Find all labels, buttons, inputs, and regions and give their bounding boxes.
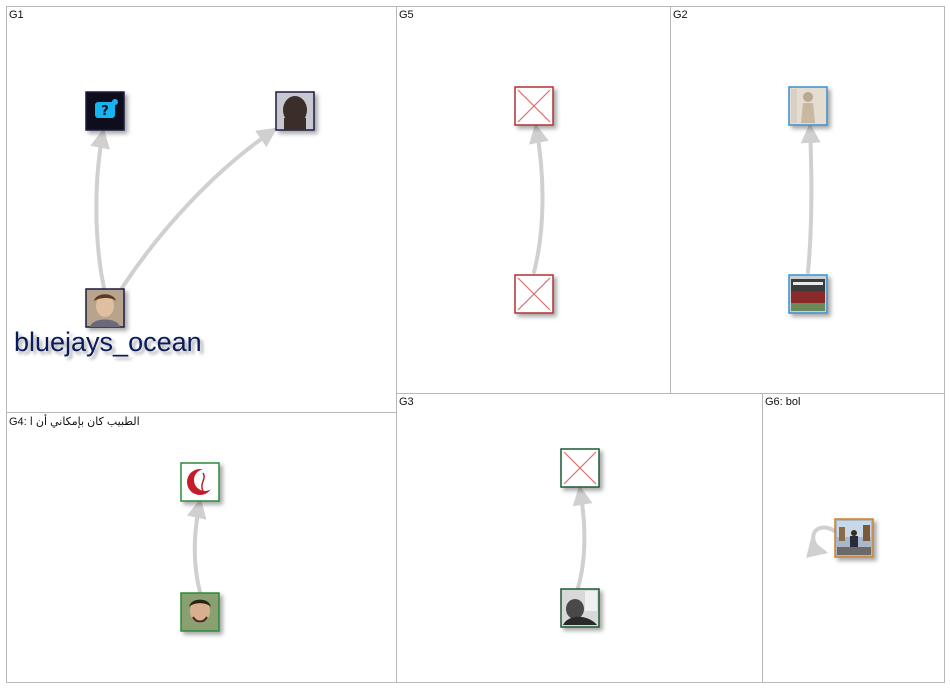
man-photo-node[interactable] bbox=[181, 593, 219, 631]
group-label-g5: G5 bbox=[399, 9, 414, 21]
broken-image-node-bottom[interactable] bbox=[515, 275, 553, 313]
panel-g3 bbox=[397, 394, 763, 683]
panel-g5 bbox=[397, 7, 671, 394]
group-label-g6: G6: bol bbox=[765, 396, 800, 408]
edges bbox=[96, 127, 836, 592]
statue-photo-node[interactable] bbox=[789, 87, 827, 125]
edge-g5 bbox=[534, 127, 543, 272]
red-crescent-logo-node[interactable] bbox=[181, 463, 219, 501]
bw-person-photo-node[interactable] bbox=[561, 589, 599, 627]
bluejays-ocean-avatar-node[interactable] bbox=[86, 289, 124, 327]
edge-g1-bluejays-to-question bbox=[96, 132, 104, 288]
question-avatar-node[interactable]: ? bbox=[86, 92, 124, 130]
group-label-g4: G4: الطبيب كان بإمكاني أن ا bbox=[9, 415, 140, 428]
panel-g2 bbox=[671, 7, 945, 394]
city-photo-node[interactable] bbox=[835, 519, 873, 557]
svg-text:?: ? bbox=[101, 104, 109, 119]
dark-silhouette-avatar-node[interactable] bbox=[276, 92, 314, 130]
edge-g3 bbox=[578, 489, 584, 588]
person-photo-icon bbox=[837, 521, 871, 555]
node-label-bluejays-ocean: bluejays_ocean bbox=[14, 327, 202, 358]
broken-image-node[interactable] bbox=[561, 449, 599, 487]
group-label-g2: G2 bbox=[673, 9, 688, 21]
question-icon: ? bbox=[95, 99, 118, 119]
group-label-g3: G3 bbox=[399, 396, 414, 408]
edge-g1-bluejays-to-silhouette bbox=[122, 130, 274, 288]
storefront-photo-node[interactable] bbox=[789, 275, 827, 313]
panel-g4 bbox=[7, 413, 397, 683]
silhouette-icon bbox=[283, 96, 307, 130]
edge-g2 bbox=[808, 127, 811, 272]
broken-image-node-top[interactable] bbox=[515, 87, 553, 125]
storefront-photo-icon bbox=[791, 279, 825, 311]
edge-g6-self-loop bbox=[813, 527, 836, 552]
edge-g4 bbox=[195, 502, 200, 592]
group-label-g1: G1 bbox=[9, 9, 24, 21]
nodes: ? bbox=[86, 87, 873, 631]
